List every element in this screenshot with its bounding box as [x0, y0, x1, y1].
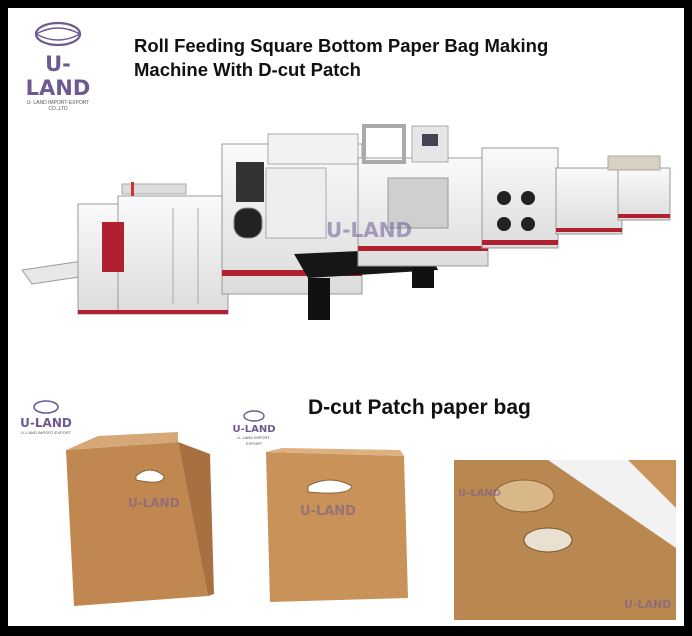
watermark-machine: U-LAND	[326, 218, 413, 242]
brand-logo-small-left: U-LAND U- LAND IMPORT-EXPORT	[20, 398, 72, 436]
title-line-2: Machine With D-cut Patch	[134, 59, 361, 80]
logo-emblem-icon	[243, 410, 265, 422]
watermark-bag-2: U-LAND	[300, 504, 356, 519]
paper-bags-illustration	[66, 432, 676, 620]
logo-emblem-icon	[34, 21, 82, 47]
logo-tagline-2: CO.,LTD	[48, 106, 68, 112]
watermark-bag-3-corner: U-LAND	[624, 598, 672, 611]
logo-emblem-icon	[33, 400, 59, 414]
logo-wordmark: U-LAND	[20, 416, 72, 430]
logo-tagline: U- LAND IMPORT-EXPORT	[20, 430, 72, 435]
watermark-bag-3: U-LAND	[458, 488, 502, 499]
watermark-bag-1: U-LAND	[128, 496, 180, 510]
section-heading: D-cut Patch paper bag	[308, 396, 531, 419]
title-line-1: Roll Feeding Square Bottom Paper Bag Mak…	[134, 35, 549, 56]
logo-wordmark: U-LAND	[25, 52, 91, 100]
machine-illustration	[21, 124, 671, 320]
product-image-frame: U-LAND U- LAND IMPORT-EXPORT CO.,LTD Rol…	[8, 8, 684, 626]
logo-tagline: U- LAND IMPORT-EXPORT	[237, 435, 271, 446]
brand-logo-small-center: U-LAND U- LAND IMPORT-EXPORT	[230, 408, 278, 447]
brand-logo: U-LAND U- LAND IMPORT-EXPORT CO.,LTD	[14, 18, 102, 112]
logo-tagline: U- LAND IMPORT-EXPORT	[26, 100, 90, 106]
page-title: Roll Feeding Square Bottom Paper Bag Mak…	[134, 34, 654, 82]
logo-wordmark: U-LAND	[232, 424, 276, 435]
